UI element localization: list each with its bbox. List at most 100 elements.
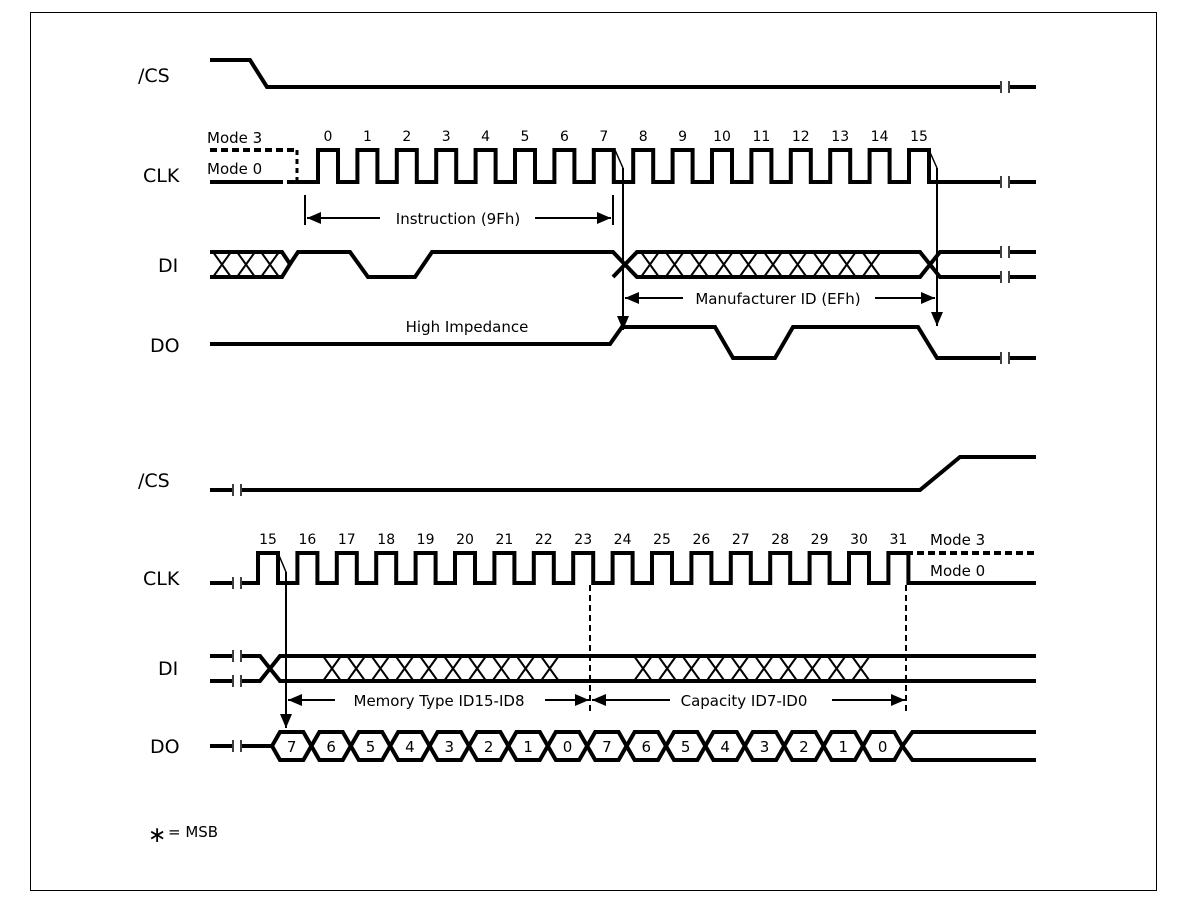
clock-number-bottom: 28 <box>771 532 789 548</box>
dont-care-x <box>778 655 799 682</box>
do-bit-label: 2 <box>799 738 809 756</box>
dont-care-x <box>212 251 232 278</box>
di-top-waveform-a <box>288 250 1000 279</box>
clock-number-top: 10 <box>713 129 731 145</box>
arrow-head-icon <box>288 694 302 706</box>
dont-care-x <box>394 655 415 682</box>
dont-care-x <box>443 655 463 682</box>
signal-label-do-bottom: DO <box>150 736 180 758</box>
clock-number-bottom: 19 <box>417 532 435 548</box>
diagram-frame <box>30 12 1157 891</box>
instruction-label: Instruction (9Fh) <box>396 210 520 228</box>
dont-care-x <box>705 655 726 682</box>
do-top-waveform <box>210 325 1000 360</box>
arrow-head-icon <box>617 316 629 330</box>
clock-number-bottom: 31 <box>889 532 907 548</box>
di-top-waveform-b <box>611 250 1000 279</box>
signal-label-di-bottom: DI <box>158 658 178 680</box>
dont-care-x <box>640 251 660 278</box>
arrow-head-icon <box>931 312 943 326</box>
msb-legend-text: = MSB <box>168 823 218 841</box>
do-bit-label: 6 <box>642 738 652 756</box>
do-bottom-tail-high <box>900 730 1036 748</box>
do-bit-label: 3 <box>760 738 770 756</box>
dont-care-x <box>664 251 685 278</box>
clk15-edge-marker <box>277 552 287 573</box>
clock-number-bottom: 24 <box>614 532 632 548</box>
dont-care-x <box>467 655 488 682</box>
dont-care-x <box>729 655 750 682</box>
dont-care-x <box>515 655 536 682</box>
clock-number-bottom: 21 <box>495 532 513 548</box>
clock-number-bottom: 25 <box>653 532 671 548</box>
dont-care-x <box>713 251 734 278</box>
dont-care-x <box>346 655 367 682</box>
arrow-head-icon <box>592 694 606 706</box>
clock-number-top: 2 <box>402 129 411 145</box>
do-bit-label: 0 <box>878 738 888 756</box>
msb-symbol: ∗ <box>148 823 166 848</box>
dont-care-x <box>370 655 391 682</box>
clock-number-top: 6 <box>560 129 569 145</box>
memory-type-label: Memory Type ID15-ID8 <box>354 692 525 710</box>
do-bit-label: 3 <box>445 738 455 756</box>
mode3-label-bottom: Mode 3 <box>930 531 985 549</box>
signal-label-clk-top: CLK <box>143 165 180 187</box>
clock-number-bottom: 23 <box>574 532 592 548</box>
do-bottom-tail-low <box>900 744 1036 762</box>
dont-care-x <box>689 251 710 278</box>
cs-top-waveform <box>210 58 1000 89</box>
dont-care-x <box>657 655 678 682</box>
dont-care-x <box>322 655 342 682</box>
mode0-label-top: Mode 0 <box>207 160 262 178</box>
clock-number-top: 3 <box>442 129 451 145</box>
cs-bottom-waveform <box>242 455 1036 492</box>
clock-number-top: 13 <box>831 129 849 145</box>
di-bottom-waveform-b <box>242 654 1036 683</box>
do-bit-label: 5 <box>366 738 376 756</box>
dont-care-x <box>633 655 653 682</box>
clock-number-bottom: 15 <box>259 532 277 548</box>
dont-care-x <box>787 251 808 278</box>
dont-care-x <box>418 655 439 682</box>
clock-number-top: 11 <box>752 129 770 145</box>
clock-number-bottom: 16 <box>298 532 316 548</box>
arrow-head-icon <box>597 212 611 224</box>
dont-care-x <box>802 655 823 682</box>
clock-number-bottom: 22 <box>535 532 553 548</box>
clock-number-top: 1 <box>363 129 372 145</box>
dont-care-x <box>681 655 702 682</box>
do-bit-label: 1 <box>523 738 533 756</box>
dont-care-x <box>850 655 871 682</box>
dont-care-x <box>539 655 560 682</box>
dont-care-x <box>236 251 256 278</box>
dont-care-x <box>763 251 783 278</box>
signal-label-clk-bottom: CLK <box>143 568 180 590</box>
dont-care-x <box>738 251 759 278</box>
dont-care-x <box>826 655 847 682</box>
signal-label-di-top: DI <box>158 255 178 277</box>
clk-top-waveform <box>287 148 1000 184</box>
signal-label-cs-bottom: /CS <box>138 470 170 492</box>
do-bit-label: 2 <box>484 738 494 756</box>
do-bit-label: 4 <box>405 738 415 756</box>
clock-number-top: 5 <box>521 129 530 145</box>
clock-number-bottom: 29 <box>811 532 829 548</box>
do-bit-label: 4 <box>720 738 730 756</box>
clock-number-top: 4 <box>481 129 490 145</box>
dont-care-x <box>491 655 512 682</box>
arrow-head-icon <box>575 694 589 706</box>
do-bit-label: 6 <box>326 738 336 756</box>
mode0-label-bottom: Mode 0 <box>930 562 985 580</box>
signal-label-cs-top: /CS <box>138 65 170 87</box>
di-bottom-waveform-a <box>242 654 1036 683</box>
arrow-head-icon <box>307 212 321 224</box>
dont-care-x <box>260 251 280 278</box>
capacity-label: Capacity ID7-ID0 <box>681 692 808 710</box>
high-impedance-label: High Impedance <box>406 318 529 336</box>
arrow-head-icon <box>921 292 935 304</box>
clock-number-top: 12 <box>792 129 810 145</box>
dont-care-x <box>812 251 833 278</box>
clk7-edge-marker <box>614 149 624 169</box>
